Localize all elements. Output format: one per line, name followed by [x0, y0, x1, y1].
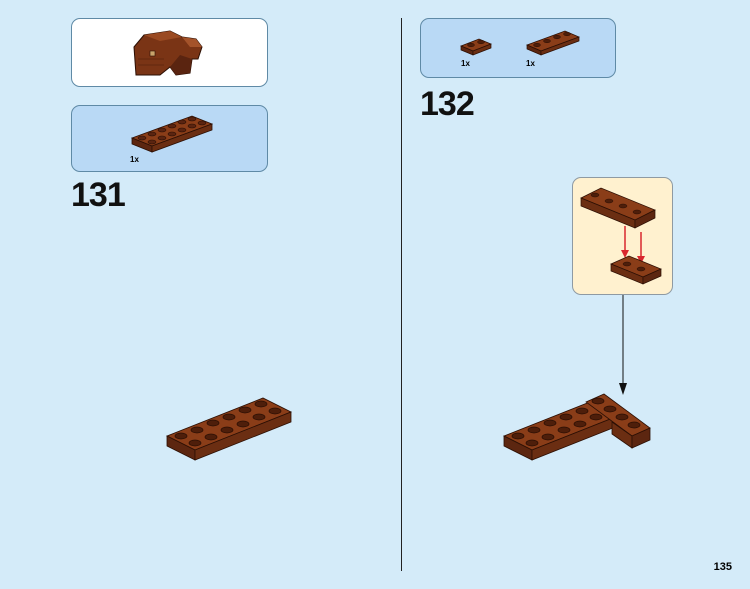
part-quantity: 1x: [461, 59, 470, 68]
step-131-assembly-icon: [166, 397, 292, 461]
sub-assembly-callout: [572, 177, 673, 295]
page-number: 135: [713, 561, 732, 573]
placement-arrow-icon: [619, 295, 627, 395]
brick-plate-1x4-icon: [526, 30, 580, 56]
part-quantity: 1x: [130, 155, 139, 164]
brick-plate-2x6-icon: [130, 115, 214, 153]
step-number: 132: [420, 85, 475, 123]
parts-list-panel: 1x 1x: [420, 18, 616, 78]
column-divider: [401, 18, 402, 571]
sub-assembly-icon: [580, 187, 662, 285]
step-number: 131: [71, 176, 126, 214]
part-quantity: 1x: [526, 59, 535, 68]
previous-build-panel: [71, 18, 268, 87]
step-132-assembly-icon: [503, 393, 651, 461]
parts-list-panel: 1x: [71, 105, 268, 172]
assembly-arrow-icon: [621, 226, 645, 264]
brick-plate-1x2-icon: [460, 38, 492, 56]
assembled-model-icon: [133, 30, 203, 76]
